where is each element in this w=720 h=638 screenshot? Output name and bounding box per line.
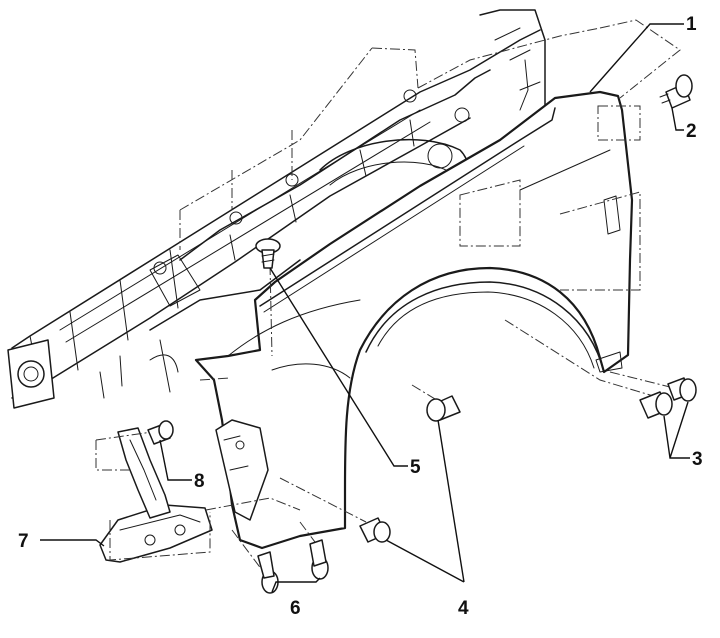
- lower-fender-bracket: [99, 427, 213, 563]
- callout-3: 3: [692, 449, 703, 470]
- callout-5: 5: [410, 457, 421, 478]
- callout-7: 7: [18, 531, 29, 552]
- callout-2: 2: [686, 121, 697, 142]
- front-fender: [194, 90, 634, 550]
- bolts-4: [359, 395, 461, 543]
- screws-6: [257, 539, 329, 594]
- leader-lines: [40, 23, 690, 593]
- body-structure: [7, 9, 546, 409]
- bolt-8: [147, 420, 174, 445]
- callout-1: 1: [686, 14, 697, 35]
- callout-8: 8: [194, 471, 205, 492]
- callout-labels: 1 2 3 4 5 6 7 8: [18, 14, 703, 619]
- bolt-2: [659, 74, 693, 109]
- self-tapping-screw-5: [255, 238, 281, 269]
- callout-6: 6: [290, 598, 301, 619]
- callout-4: 4: [458, 598, 469, 619]
- bolts-3: [639, 377, 697, 419]
